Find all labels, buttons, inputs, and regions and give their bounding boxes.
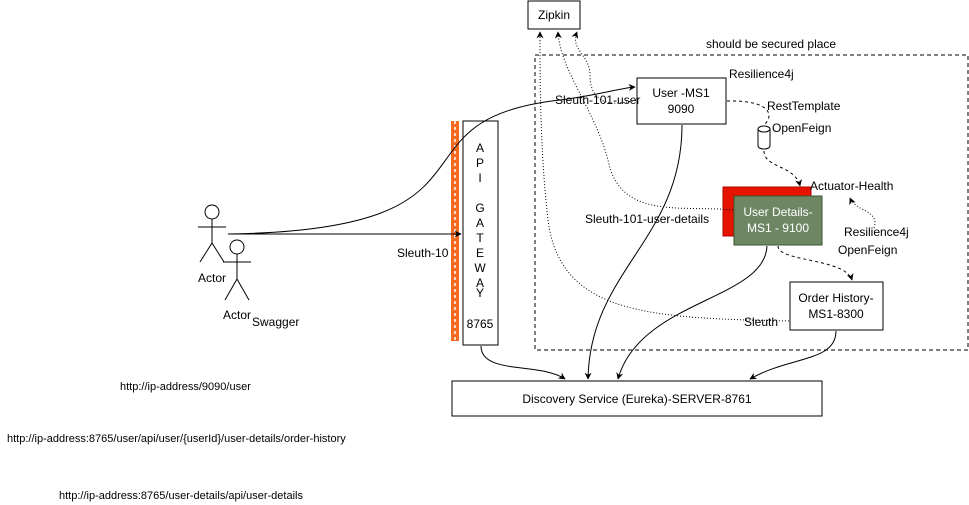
edge-sleuth-user-ms-to-zipkin [571,31,637,104]
url-note: http://ip-address:8765/user/api/user/{us… [7,433,346,445]
gateway-letter: A [476,216,484,230]
gateway-letter: A [476,276,484,290]
actor-1-icon[interactable] [198,204,226,263]
gateway-port-label: 8765 [467,317,494,331]
gateway-letters: A P I G A T E W A Y [474,141,486,300]
edge-actor-to-user-ms [227,83,636,235]
label-open-feign-bottom: OpenFeign [838,243,897,257]
edge-actuator-health [849,197,876,229]
label-open-feign-top: OpenFeign [772,121,831,135]
database-icon [757,125,771,150]
user-details-label-2: MS1 - 9100 [747,221,809,235]
gateway-letter: Y [476,286,484,300]
order-history-label-2: MS1-8300 [808,307,864,321]
actor-2-icon[interactable] [223,239,251,301]
discovery-service-label: Discovery Service (Eureka)-SERVER-8761 [522,392,752,406]
edge-user-ms-to-discovery [584,124,683,380]
user-ms-box[interactable] [636,77,727,125]
label-resilience4j-bottom: Resilience4j [844,225,909,239]
discovery-service-box[interactable] [451,380,823,417]
gateway-letter: I [478,171,481,185]
user-ms-label-2: 9090 [668,102,695,116]
label-sleuth-101-user: Sleuth-101-user [555,93,640,107]
order-history-box[interactable] [789,281,884,331]
gateway-letter: W [474,261,486,275]
label-sleuth-10: Sleuth-10 [397,246,449,260]
edge-user-details-to-discovery [616,245,768,380]
edge-sleuth-order-history-to-zipkin [536,31,790,322]
label-rest-template: RestTemplate [767,99,841,113]
order-history-label-1: Order History- [798,291,873,305]
gateway-letter: G [475,201,484,215]
label-sleuth-101-user-details: Sleuth-101-user-details [585,212,709,226]
gateway-letter: A [476,141,484,155]
gateway-letter: P [476,156,484,170]
url-note: http://ip-address/9090/user [120,381,251,393]
swagger-label: Swagger [252,315,299,329]
secured-region-label: should be secured place [706,37,836,51]
gateway-letter: T [476,231,484,245]
edge-gateway-to-discovery [480,345,566,380]
actor-2-label: Actor [223,308,251,322]
user-details-box[interactable] [733,195,823,246]
label-sleuth: Sleuth [744,315,778,329]
label-resilience4j-top: Resilience4j [729,67,794,81]
user-details-label-1: User Details- [743,205,812,219]
actor-1-label: Actor [198,271,226,285]
edge-sleuth-user-details-to-zipkin [554,31,734,211]
label-actuator-health: Actuator-Health [810,179,893,193]
zipkin-box[interactable] [527,0,581,30]
edge-user-ms-to-user-details [726,100,800,186]
gateway-letter: E [476,246,484,260]
url-note: http://ip-address:8765/user-details/api/… [59,490,303,502]
api-gateway-box[interactable] [462,120,499,346]
zipkin-label: Zipkin [538,8,570,22]
edge-order-history-to-discovery [749,330,837,380]
user-ms-label-1: User -MS1 [652,86,710,100]
